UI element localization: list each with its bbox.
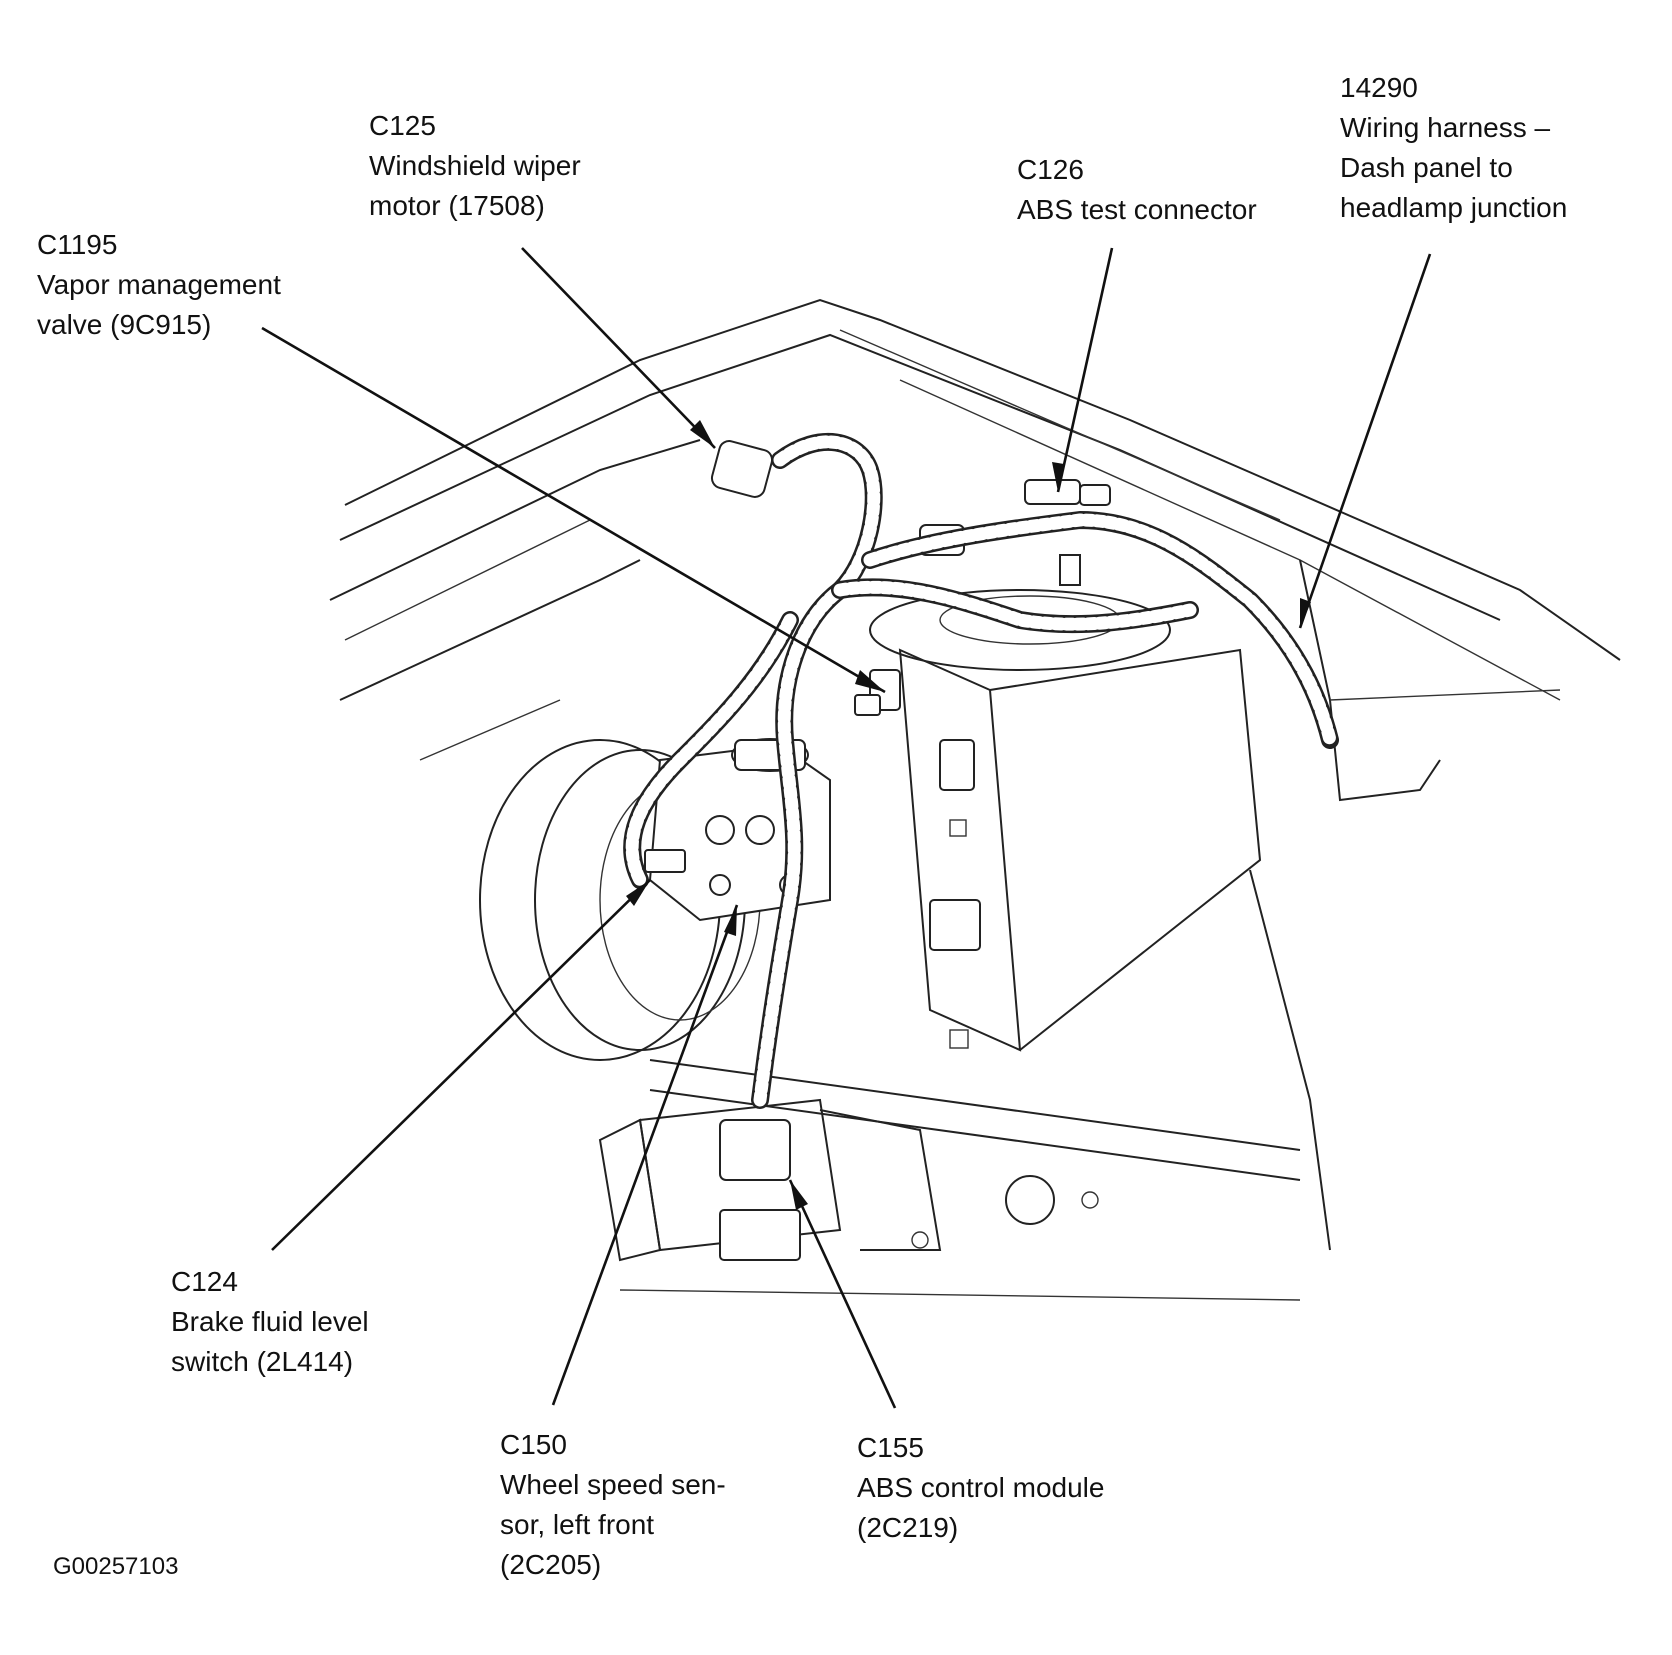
wiring-harness: [623, 432, 1339, 1109]
callout-text: motor (17508): [369, 190, 545, 221]
callout-code: 14290: [1340, 72, 1418, 103]
callout-code: C125: [369, 110, 436, 141]
callout-text: Brake fluid level: [171, 1306, 369, 1337]
leader-lines: [261, 247, 1432, 1409]
leader-c1195: [261, 326, 886, 694]
callout-text: (2C219): [857, 1512, 959, 1543]
arrow-c126: [1052, 462, 1064, 492]
callout-14290: 14290 Wiring harness – Dash panel to hea…: [1340, 68, 1567, 228]
callout-code: C150: [500, 1429, 567, 1460]
callout-code: C124: [171, 1266, 238, 1297]
arrow-14290: [1300, 598, 1311, 628]
callout-text: ABS control module: [857, 1472, 1105, 1503]
callout-text: (2C205): [500, 1549, 602, 1580]
leader-c126: [1056, 247, 1114, 493]
arrow-c155: [790, 1180, 808, 1210]
callout-c1195: C1195 Vapor management valve (9C915): [37, 225, 281, 345]
leader-arrows: [626, 420, 1311, 1210]
callout-text: Windshield wiper: [369, 150, 581, 181]
callout-code: C126: [1017, 154, 1084, 185]
cowl-panel: [329, 298, 1621, 1251]
abs-module: [598, 1059, 1301, 1301]
callout-text: Wiring harness –: [1340, 112, 1551, 143]
callout-text: sor, left front: [500, 1509, 655, 1540]
callout-code: C155: [857, 1432, 924, 1463]
callout-text: headlamp junction: [1340, 192, 1568, 223]
callout-c150: C150 Wheel speed sen- sor, left front (2…: [500, 1425, 726, 1585]
callout-text: ABS test connector: [1017, 194, 1257, 225]
callout-text: Dash panel to: [1340, 152, 1513, 183]
leader-c124: [271, 879, 651, 1251]
callout-text: switch (2L414): [171, 1346, 354, 1377]
callout-c155: C155 ABS control module (2C219): [857, 1428, 1104, 1548]
vapor-valve-connector: [854, 669, 901, 716]
abs-test-connector: [1024, 479, 1111, 586]
arrow-c1195: [855, 670, 885, 692]
arrow-c125: [690, 420, 715, 448]
arrow-c124: [626, 880, 650, 906]
callout-text: Wheel speed sen-: [500, 1469, 726, 1500]
strut-tower: [869, 589, 1262, 1052]
callout-code: C1195: [37, 229, 118, 260]
arrow-c150: [724, 905, 737, 936]
leader-c150: [551, 904, 739, 1406]
callout-text: valve (9C915): [37, 309, 212, 340]
leader-14290: [1298, 253, 1432, 629]
leader-c155: [788, 1179, 897, 1409]
callout-c124: C124 Brake fluid level switch (2L414): [171, 1262, 369, 1382]
figure-reference: G00257103: [53, 1553, 179, 1580]
callout-c125: C125 Windshield wiper motor (17508): [369, 106, 581, 226]
leader-c125: [521, 247, 716, 449]
callout-c126: C126 ABS test connector: [1017, 150, 1257, 230]
callout-text: Vapor management: [37, 269, 281, 300]
